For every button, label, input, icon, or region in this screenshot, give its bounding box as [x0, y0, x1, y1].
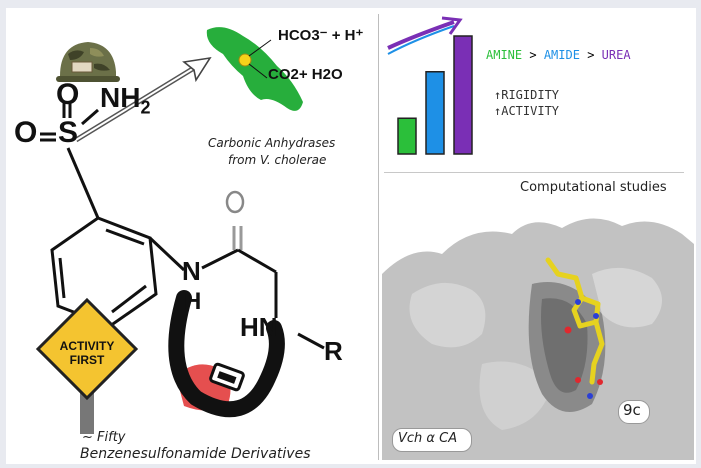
legend-urea: UREA — [601, 48, 631, 62]
atom-hydrogen: H — [184, 288, 202, 315]
compound-label: 9c — [623, 401, 641, 419]
protein-label-bubble — [392, 428, 472, 452]
sign-line1: ACTIVITY — [59, 339, 115, 353]
atom-oxygen-top: O — [56, 78, 80, 111]
reaction-reactants: CO2+ H2O — [268, 66, 343, 83]
sign-line2: FIRST — [69, 353, 105, 367]
target-arrow — [74, 56, 212, 143]
bar-amine — [397, 117, 417, 155]
atom-hn: HN — [240, 312, 278, 342]
activity-first-sign — [35, 297, 139, 434]
protein-label: Vch α CA — [398, 431, 458, 446]
enzyme-caption-line1: Carbonic Anhydrases — [208, 136, 336, 150]
caption-count: ~ Fifty — [82, 430, 126, 445]
caption-derivatives: Benzenesulfonamide Derivatives — [80, 446, 311, 462]
atom-nitrogen: N — [182, 256, 201, 286]
sulfonamide-structure — [40, 102, 325, 425]
atom-amine-nh2: NH2 — [100, 82, 151, 118]
sar-bar-chart — [387, 16, 473, 155]
protein-surface — [382, 204, 694, 460]
graphical-abstract: HCO3⁻ + H⁺ CO2+ H2O Carbonic Anhydrases … — [6, 8, 696, 464]
atom-sulfur: S — [58, 116, 79, 149]
up-arrow-icon: ↑ — [494, 88, 502, 102]
sar-legend: AMINE > AMIDE > UREA — [486, 48, 631, 62]
enzyme-caption-line2: from V. cholerae — [228, 153, 327, 167]
horizontal-divider — [384, 172, 684, 173]
army-helmet-icon — [56, 42, 120, 82]
atom-r-group: R — [324, 336, 343, 366]
legend-amine: AMINE — [486, 48, 523, 62]
reaction-product-bicarbonate: HCO3⁻ + H⁺ — [278, 27, 364, 44]
legend-rigidity: ↑RIGIDITY — [494, 88, 560, 102]
bar-urea — [453, 35, 473, 155]
bar-amide — [425, 71, 445, 155]
enzyme-blob — [206, 27, 303, 111]
atom-oxygen-left: O — [14, 116, 38, 149]
compound-label-bubble — [618, 400, 650, 424]
computational-title: Computational studies — [520, 180, 667, 195]
up-arrow-icon: ↑ — [494, 104, 502, 118]
legend-activity: ↑ACTIVITY — [494, 104, 560, 118]
vertical-divider — [378, 14, 379, 460]
legend-amide: AMIDE — [543, 48, 580, 62]
carbonyl-oxygen — [225, 190, 245, 214]
